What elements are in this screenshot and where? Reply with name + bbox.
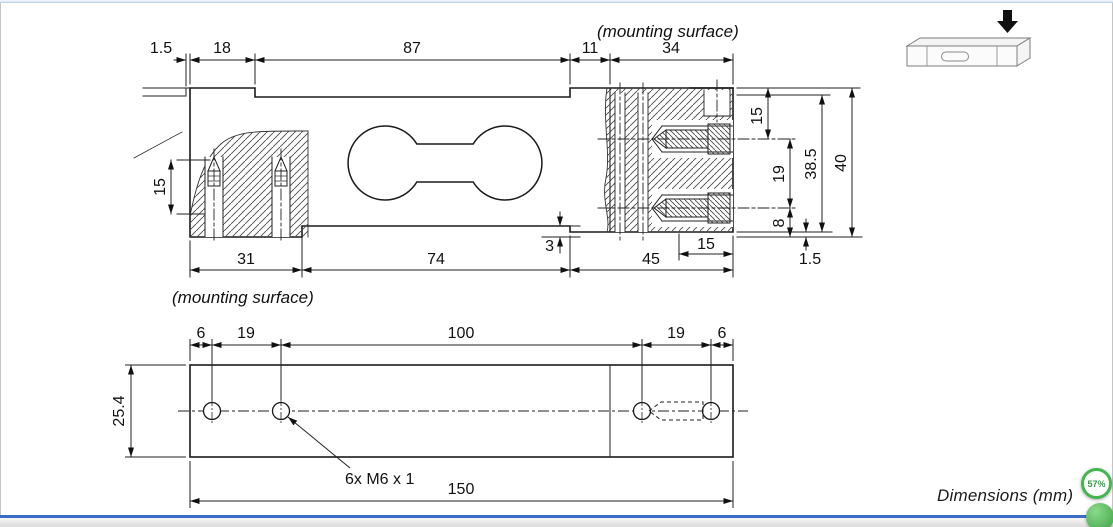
dim-top-overhang: 1.5 [150,40,172,57]
side-top-dimensions [173,53,734,87]
flexure-bone-cutout [347,125,543,201]
plan-view: 6x M6 x 1 6 19 100 19 6 [111,325,748,508]
dim-bottom-lip: 1.5 [799,251,821,268]
overlay-percent-badge[interactable]: 57% [1081,468,1112,499]
thread-callout-label: 6x M6 x 1 [345,471,414,488]
load-cell-thumbnail [905,10,1032,67]
dim-bottom-left: 31 [237,251,255,268]
units-note: Dimensions (mm) [937,486,1074,505]
dim-top-middle: 87 [403,40,421,57]
left-section-break-boundary [189,130,309,217]
plan-length-dimension [189,461,734,508]
side-bottom-dimensions [189,230,734,278]
window-bottom-border [0,515,1113,527]
hidden-set-screw [648,401,704,421]
side-view-break-lines [133,87,191,159]
right-section-break-boundary [604,87,609,233]
thread-callout-leader [287,416,351,469]
dim-width: 25.4 [111,395,128,426]
lower-horizontal-screw [597,189,799,227]
dim-step-3 [541,211,581,254]
dim-hole-left: 19 [237,325,255,342]
left-set-screw-2 [271,148,291,244]
dim-top-left: 18 [213,40,231,57]
plan-top-dimensions [189,339,734,400]
dim-edge-right: 6 [718,325,727,342]
dim-bottom-middle: 74 [427,251,445,268]
dim-right-holes-span: 19 [771,165,788,183]
window-top-border [0,0,1113,3]
dim-left-thread [168,159,211,215]
dim-edge-left: 6 [197,325,206,342]
dim-bottom-pad-label: 15 [697,236,715,253]
dim-top-gap: 11 [582,40,599,57]
load-direction-arrow-icon [997,10,1018,33]
dim-right-height-inner: 38.5 [803,148,820,179]
mounting-surface-bottom-label: (mounting surface) [172,288,314,307]
top-right-counterbore [689,79,734,123]
vertical-hole-channel-1 [614,82,626,241]
left-set-screw-1 [204,148,224,244]
side-right-dimensions [736,87,863,251]
dim-length: 150 [448,481,475,498]
dim-right-hole2-bottom: 8 [771,218,788,227]
dim-top-right: 34 [662,40,680,57]
vertical-hole-channel-2 [637,82,649,241]
overlay-percent-value: 57% [1087,478,1106,489]
side-view: 1.5 18 87 11 34 (mounting surface) 31 74… [133,22,863,307]
dim-holes-span: 100 [448,325,475,342]
thumbnail-bone-cutout [941,51,969,62]
dim-bottom-right: 45 [642,251,660,268]
mounting-surface-top-label: (mounting surface) [597,22,739,41]
dim-hole-right: 19 [667,325,685,342]
dim-right-height-total: 40 [833,154,850,172]
dim-bottom-step: 3 [545,238,554,255]
dim-left-thread-label: 15 [152,178,169,196]
overlay-secondary-badge[interactable] [1086,503,1113,527]
plan-hole-centermarks [211,399,712,423]
dim-right-hole1: 15 [749,107,766,125]
upper-horizontal-screw [597,120,799,158]
dim-bottom-pad [678,233,734,261]
plan-width-dimension [125,364,186,458]
